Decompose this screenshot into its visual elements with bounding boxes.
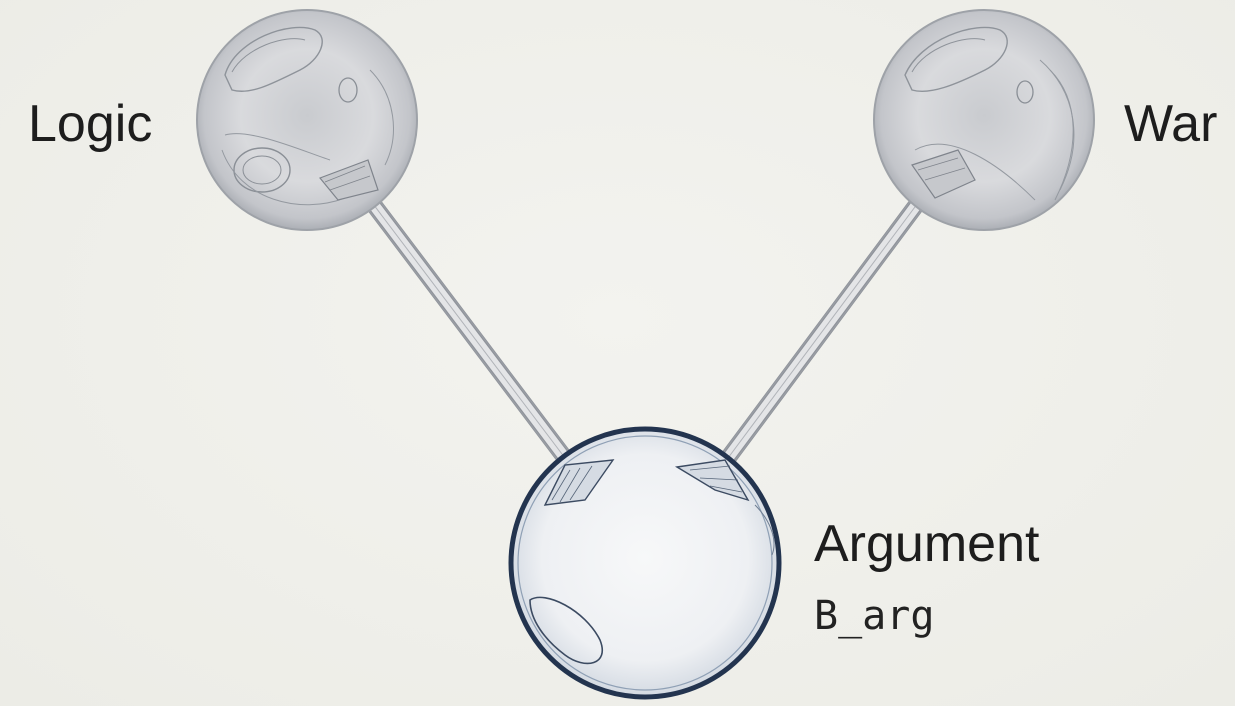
node-argument-label: Argument <box>814 515 1040 573</box>
edge-logic-argument <box>346 171 574 467</box>
node-war-sphere <box>873 9 1095 231</box>
node-logic-sphere <box>196 9 418 231</box>
node-war-label: War <box>1124 95 1218 153</box>
node-logic-label: Logic <box>28 95 153 153</box>
node-argument-sublabel: B_arg <box>814 593 935 639</box>
edge-war-argument <box>719 171 944 467</box>
node-argument-sphere <box>508 426 782 700</box>
